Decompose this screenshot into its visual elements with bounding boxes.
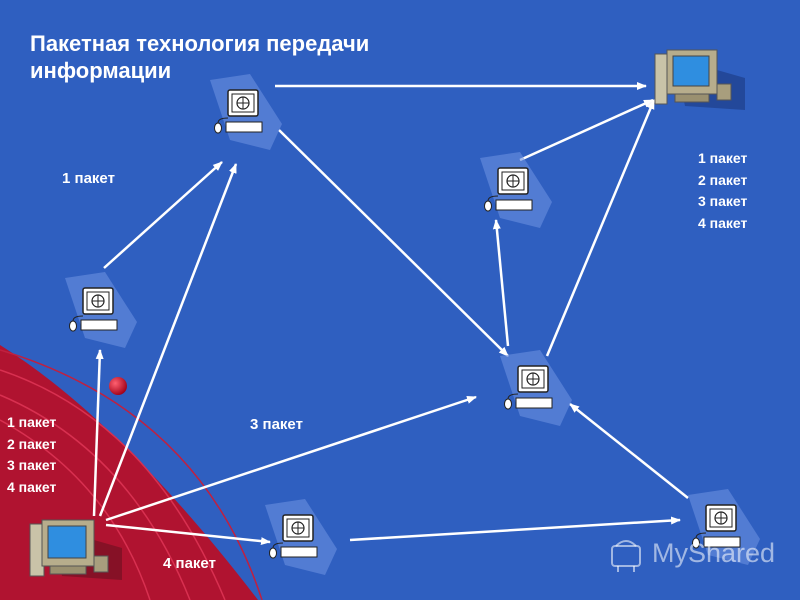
slide-title: Пакетная технология передачи информации — [30, 31, 370, 83]
list-item: 2 пакет — [698, 171, 748, 188]
watermark-text: MyShared — [652, 538, 776, 568]
arrow — [92, 349, 104, 517]
label-packet-3: 3 пакет — [250, 416, 303, 433]
list-item: 1 пакет — [7, 414, 57, 430]
node-computer-icon — [65, 272, 137, 348]
arrow — [105, 523, 271, 546]
arrow — [492, 219, 510, 347]
list-item: 4 пакет — [698, 214, 748, 231]
receiver-computer-icon — [654, 49, 745, 110]
arrow — [98, 163, 238, 517]
arrow — [545, 99, 656, 357]
node-computer-icon — [500, 350, 572, 426]
list-item: 4 пакет — [7, 478, 57, 495]
list-item: 3 пакет — [698, 193, 748, 209]
node-computer-icon — [210, 74, 282, 150]
arrow — [349, 516, 681, 542]
arrow — [569, 403, 689, 499]
arrow — [103, 161, 223, 269]
node-computer-icon — [265, 499, 337, 575]
label-packet-1: 1 пакет — [62, 170, 115, 187]
connection-arrows — [92, 82, 689, 546]
label-packet-4: 4 пакет — [163, 555, 216, 572]
list-item: 1 пакет — [698, 150, 748, 166]
node-computer-icon — [480, 152, 552, 228]
list-item: 2 пакет — [7, 435, 57, 452]
arrow — [519, 98, 654, 162]
arrow — [278, 129, 509, 357]
red-bead-icon — [109, 377, 127, 395]
sender-packet-list: 1 пакет 2 пакет 3 пакет 4 пакет — [7, 412, 56, 498]
arrow — [105, 395, 477, 522]
list-item: 3 пакет — [7, 457, 57, 473]
watermark: MyShared — [608, 538, 775, 569]
watermark-logo-icon — [611, 540, 641, 572]
sender-computer-icon — [29, 519, 122, 580]
node-computer-icon — [688, 489, 760, 565]
receiver-packet-list: 1 пакет 2 пакет 3 пакет 4 пакет — [698, 148, 747, 234]
